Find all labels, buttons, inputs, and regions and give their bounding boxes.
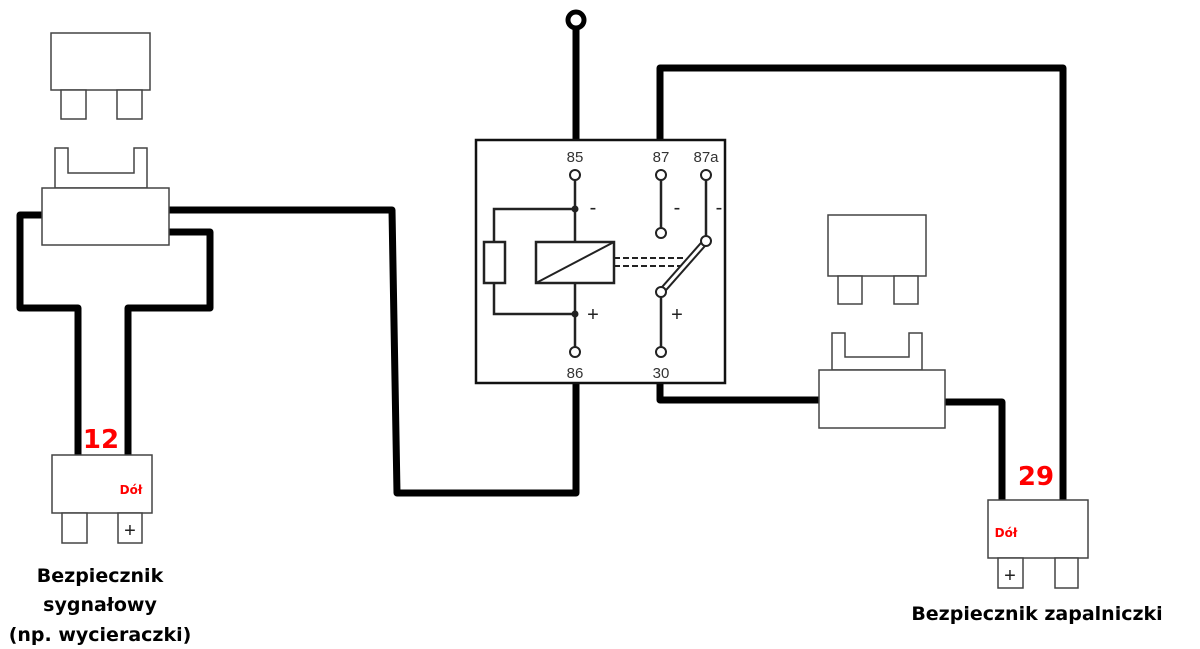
minus-87: - [674, 197, 681, 219]
wire-fuse-to-29 [945, 398, 1006, 500]
label-87a: 87a [693, 149, 719, 166]
label-86: 86 [567, 365, 584, 382]
wires [16, 26, 1067, 500]
right-fuse-side-label: Dół [995, 526, 1018, 540]
left-fuse-socket: + Dół [51, 454, 153, 544]
terminal-86 [569, 346, 581, 358]
terminal-85 [569, 169, 581, 181]
terminal-87 [655, 169, 667, 181]
right-fuse-number: 29 [1018, 462, 1054, 492]
left-fuse-tap-holder [41, 147, 170, 246]
left-fuse-caption-3: (np. wycieraczki) [9, 624, 192, 646]
wire-to-86 [169, 206, 580, 497]
terminal-87a [700, 169, 712, 181]
relay: 85 87 87a 86 30 - - - + + [474, 138, 727, 385]
minus-87a: - [716, 197, 723, 219]
label-30: 30 [653, 365, 670, 382]
wire-30-to-fuse [656, 383, 820, 404]
right-fuse-caption: Bezpiecznik zapalniczki [911, 603, 1162, 625]
left-fuse-number: 12 [83, 425, 119, 455]
wire-87-to-29 [656, 64, 1067, 500]
left-fuse-side-label: Dół [120, 483, 143, 497]
left-fuse-blade [50, 32, 151, 120]
right-fuse-blade [827, 214, 927, 305]
minus-85: - [590, 197, 597, 219]
right-fuse-plus: + [1004, 565, 1016, 587]
terminal-30 [655, 346, 667, 358]
right-fuse-tap-holder [818, 332, 946, 429]
relay-coil [534, 240, 616, 285]
plus-86: + [587, 304, 599, 326]
right-fuse-socket: + Dół [987, 499, 1089, 589]
wire-right-loop [124, 228, 214, 455]
label-85: 85 [567, 149, 584, 166]
left-fuse-plus: + [124, 520, 136, 542]
relay-resistor [482, 240, 507, 285]
left-fuse-caption-2: sygnałowy [43, 594, 157, 616]
ground-terminal-icon [565, 9, 587, 31]
plus-30: + [671, 304, 683, 326]
left-fuse-caption-1: Bezpiecznik [37, 565, 164, 587]
wire-left-loop [16, 211, 82, 455]
label-87: 87 [653, 149, 670, 166]
